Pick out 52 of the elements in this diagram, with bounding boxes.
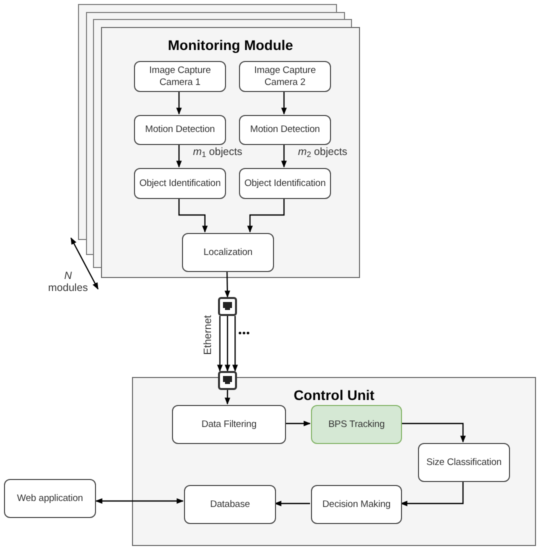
process-box — [134, 115, 226, 145]
process-box — [311, 485, 402, 524]
module-panel — [132, 377, 536, 546]
process-box — [134, 168, 226, 199]
box-label: Motion Detection — [250, 124, 320, 136]
process-box — [311, 405, 402, 444]
process-box — [182, 233, 274, 272]
process-box — [184, 485, 276, 524]
box-label: Object Identification — [139, 178, 221, 190]
process-box — [239, 115, 331, 145]
box-label: BPS Tracking — [328, 418, 385, 430]
arrow — [224, 270, 230, 298]
edge-label: m$_{2}$ objects — [298, 146, 348, 158]
edge-label: m$_{1}$ objects — [193, 146, 242, 158]
arrow — [178, 198, 208, 233]
box-label: Decision Making — [322, 498, 391, 510]
panel-title: Monitoring Module — [166, 36, 294, 55]
box-label: Image Capture Camera 2 — [253, 64, 317, 88]
process-box — [4, 479, 96, 518]
arrow — [224, 316, 230, 372]
ethernet-port — [218, 297, 237, 316]
arrow — [176, 91, 182, 115]
arrow — [247, 198, 285, 233]
process-box — [172, 405, 286, 444]
arrow — [274, 500, 310, 506]
process-box — [134, 61, 226, 92]
process-box — [239, 168, 331, 199]
box-label: Database — [210, 498, 250, 510]
box-label: Motion Detection — [145, 124, 215, 136]
arrow — [95, 498, 184, 504]
box-label: Data Filtering — [201, 418, 257, 430]
module-count-label: N modules — [47, 270, 89, 294]
arrow — [217, 316, 223, 372]
arrow — [281, 91, 287, 115]
box-label: Size Classification — [426, 456, 502, 468]
arrow — [285, 420, 311, 426]
box-label: Web application — [17, 492, 83, 504]
arrow — [281, 144, 287, 168]
arrow — [224, 390, 230, 405]
arrow — [232, 316, 238, 372]
box-label: Image Capture Camera 1 — [148, 64, 212, 88]
panel-title: Control Unit — [292, 386, 376, 405]
box-label: Localization — [204, 246, 252, 258]
process-box — [239, 61, 331, 92]
arrow — [176, 144, 182, 168]
process-box — [418, 443, 510, 482]
arrow — [400, 481, 464, 506]
box-label: Object Identification — [244, 178, 326, 190]
arrow — [401, 422, 466, 443]
edge-label: Ethernet — [202, 315, 214, 355]
module-panel — [101, 27, 360, 278]
ethernet-port — [218, 371, 237, 390]
